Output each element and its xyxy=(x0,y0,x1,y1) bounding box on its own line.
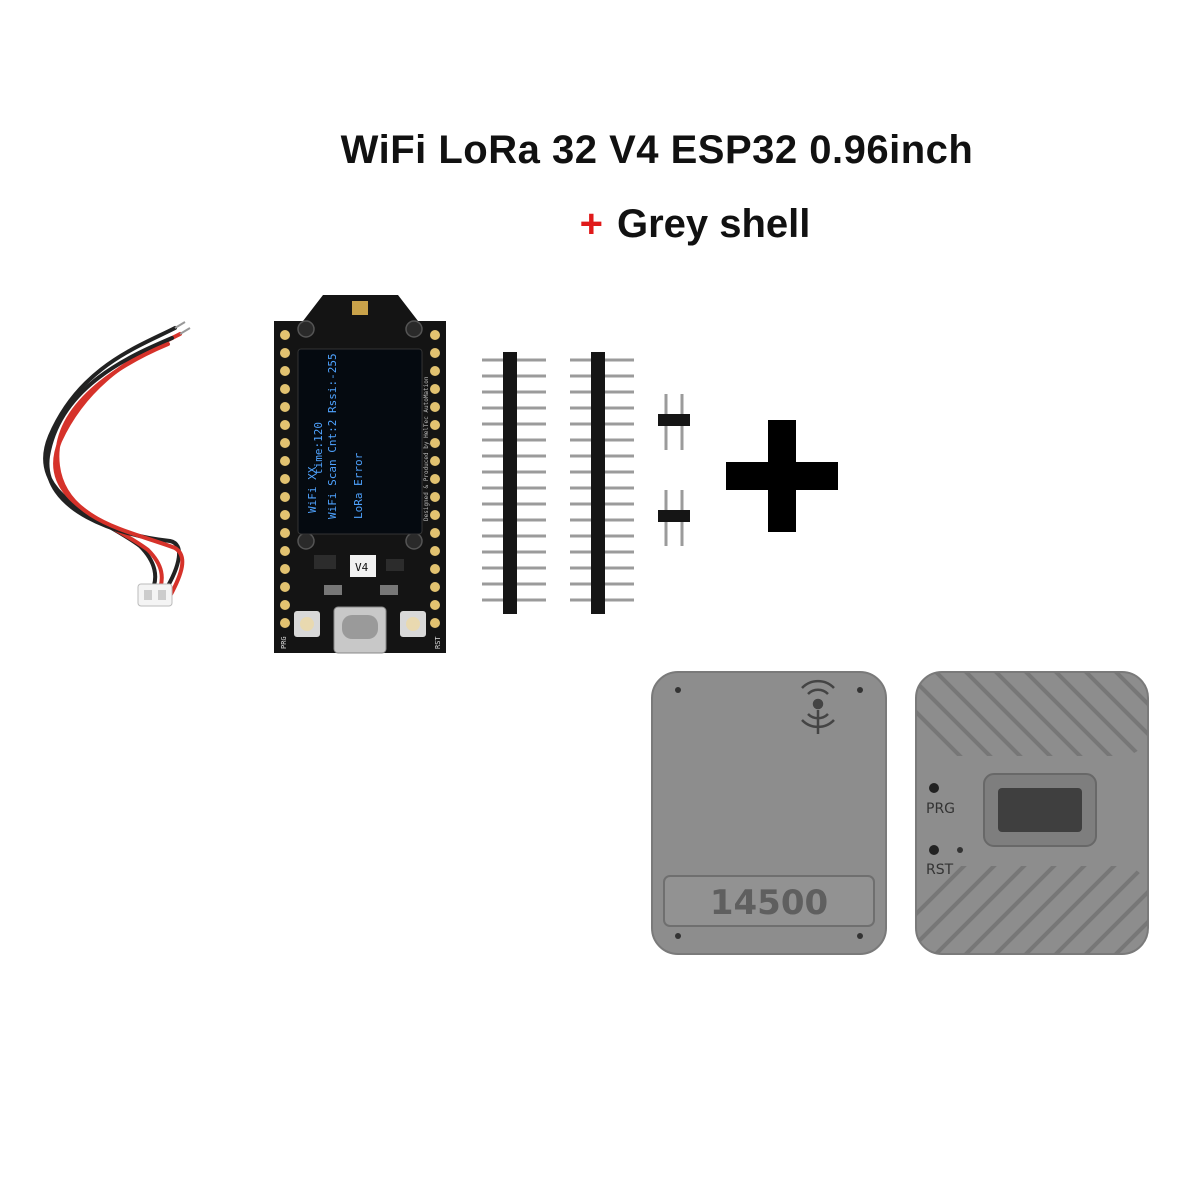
red-plus-symbol: + xyxy=(579,202,603,246)
grey-shell-front: 14500 xyxy=(651,671,887,955)
product-subtitle: + Grey shell xyxy=(0,202,1200,247)
pin-header-long-1 xyxy=(482,352,546,614)
battery-cable xyxy=(43,321,191,607)
version-label: V4 xyxy=(355,561,369,574)
screen-window xyxy=(998,788,1082,832)
battery-label-plate xyxy=(663,875,875,927)
grey-shell-back: PRG RST xyxy=(915,671,1149,955)
shell-prg-label: PRG xyxy=(926,801,955,817)
prg-button-hole xyxy=(929,783,939,793)
rst-button-hole xyxy=(929,845,939,855)
rst-label: RST xyxy=(434,636,442,649)
antenna-connector xyxy=(352,301,368,315)
oled-screen xyxy=(297,348,423,535)
shell-rst-label: RST xyxy=(926,862,954,878)
jst-connector xyxy=(137,583,173,607)
side-print: Designed & Produced by HelTec AutoMation xyxy=(423,376,430,521)
lora-dev-board: time:120 WiFi XX WiFi Scan Cnt:2 Rssi:-2… xyxy=(274,295,446,654)
pin-header-long-2 xyxy=(570,352,634,614)
plus-icon xyxy=(726,420,838,532)
subtitle-text: Grey shell xyxy=(616,202,811,246)
product-title: WiFi LoRa 32 V4 ESP32 0.96inch xyxy=(340,128,974,172)
antenna-signal-icon xyxy=(801,679,835,734)
prg-label: PRG xyxy=(280,636,288,649)
oled-line-2: WiFi XX xyxy=(306,466,319,513)
oled-line-3: WiFi Scan Cnt:2 Rssi:-255 xyxy=(326,353,339,519)
oled-line-4: LoRa Error xyxy=(352,452,365,519)
battery-label: 14500 xyxy=(710,883,828,923)
oled-line-1: time:120 xyxy=(312,422,325,475)
pin-header-short-1 xyxy=(658,394,690,450)
pin-header-short-2 xyxy=(658,490,690,546)
